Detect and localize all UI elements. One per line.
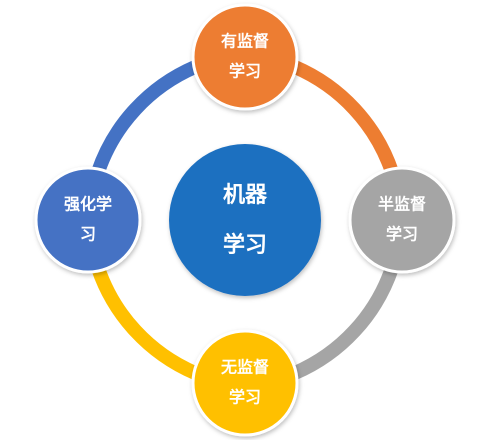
ring-arc-bottom-left	[91, 265, 198, 380]
node-unsupervised-learning-line2: 学习	[229, 388, 261, 407]
ring-arc-right-bottom	[292, 265, 399, 380]
node-semi-supervised-learning-circle	[348, 166, 456, 274]
center-node-circle	[169, 144, 321, 296]
node-unsupervised-learning-circle	[191, 329, 299, 437]
center-node-line1: 机器	[223, 183, 268, 208]
node-reinforcement-learning-line2: 习	[80, 225, 96, 244]
node-semi-supervised-learning: 半监督 学习	[348, 166, 456, 274]
node-unsupervised-learning: 无监督 学习	[191, 329, 299, 437]
node-semi-supervised-learning-line2: 学习	[386, 225, 418, 244]
ring-arc-top-right	[292, 60, 399, 175]
center-node-line2: 学习	[223, 232, 267, 258]
node-reinforcement-learning-circle	[34, 166, 142, 274]
node-supervised-learning: 有监督 学习	[191, 3, 299, 111]
node-reinforcement-learning-line1: 强化学	[64, 195, 112, 214]
node-semi-supervised-learning-line1: 半监督	[378, 195, 426, 214]
node-supervised-learning-line1: 有监督	[221, 32, 269, 51]
center-node: 机器 学习	[169, 144, 321, 296]
ring-arc-left-top	[91, 60, 198, 175]
node-reinforcement-learning: 强化学 习	[34, 166, 142, 274]
node-unsupervised-learning-line1: 无监督	[220, 358, 269, 377]
node-supervised-learning-line2: 学习	[229, 62, 261, 81]
node-supervised-learning-circle	[191, 3, 299, 111]
